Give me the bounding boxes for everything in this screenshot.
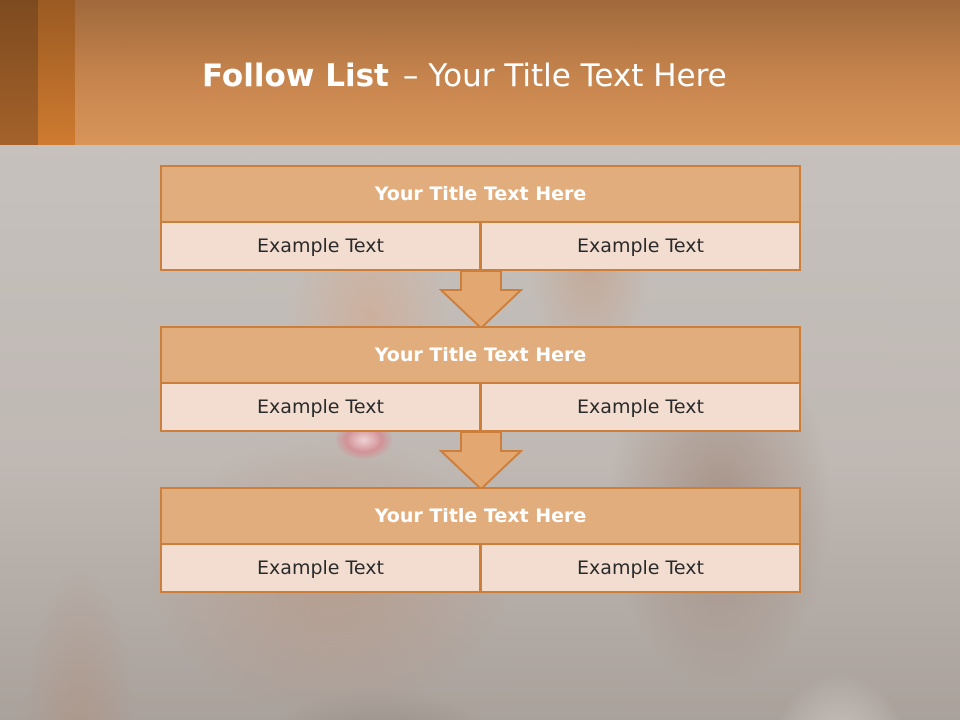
down-arrow-icon — [439, 270, 523, 330]
step-block-3: Your Title Text Here Example Text Exampl… — [160, 487, 801, 593]
step-cell-left: Example Text — [160, 221, 481, 271]
header-accent-stripe — [0, 0, 38, 145]
step-cell-right: Example Text — [480, 221, 801, 271]
slide-title-bold: Follow List — [202, 58, 389, 94]
step-cell-right: Example Text — [480, 382, 801, 432]
slide-title-separator: – — [402, 58, 419, 94]
step-title: Your Title Text Here — [160, 487, 801, 545]
step-title: Your Title Text Here — [160, 165, 801, 223]
step-block-2: Your Title Text Here Example Text Exampl… — [160, 326, 801, 432]
step-cell-right: Example Text — [480, 543, 801, 593]
step-title: Your Title Text Here — [160, 326, 801, 384]
step-block-1: Your Title Text Here Example Text Exampl… — [160, 165, 801, 271]
step-cell-left: Example Text — [160, 382, 481, 432]
header-bar: Follow List–Your Title Text Here — [0, 0, 960, 145]
step-cell-left: Example Text — [160, 543, 481, 593]
down-arrow-icon — [439, 431, 523, 491]
slide-title-rest: Your Title Text Here — [428, 58, 727, 94]
header-accent-stripe-2 — [38, 0, 75, 145]
slide-title: Follow List–Your Title Text Here — [202, 56, 727, 96]
